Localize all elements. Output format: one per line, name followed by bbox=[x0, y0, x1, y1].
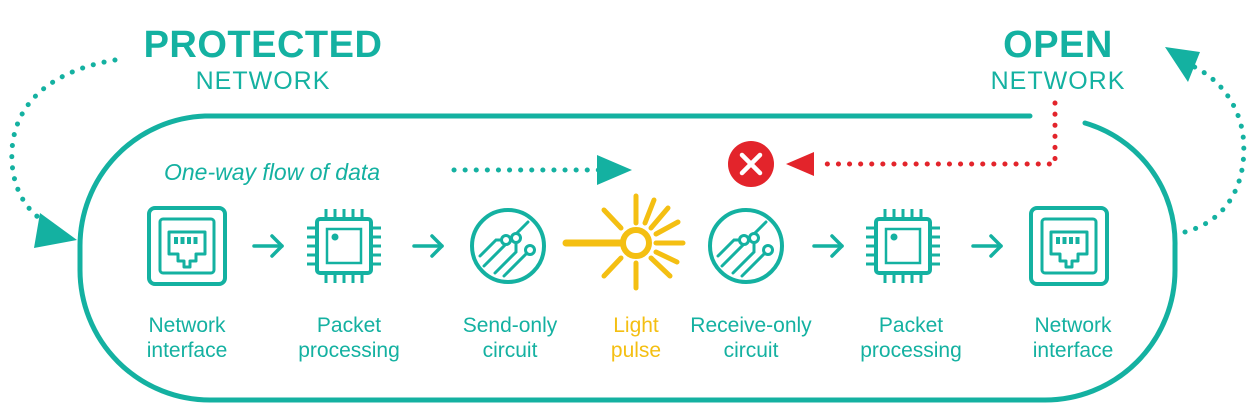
process-arrow-icon bbox=[252, 234, 284, 258]
flow-label: One-way flow of data bbox=[164, 159, 381, 185]
process-arrow-icon bbox=[812, 234, 844, 258]
protected-network-title: PROTECTED bbox=[143, 24, 383, 66]
light-pulse-icon bbox=[562, 193, 686, 291]
ethernet-port-icon bbox=[147, 206, 227, 286]
flow-arrowhead bbox=[597, 155, 632, 185]
open-arrowhead bbox=[1165, 47, 1200, 82]
circuit-icon bbox=[470, 208, 546, 284]
open-network-subtitle: NETWORK bbox=[990, 67, 1126, 95]
open-loop-arrow bbox=[1182, 61, 1247, 235]
process-arrow-icon bbox=[971, 234, 1003, 258]
blocked-x-icon bbox=[728, 141, 774, 187]
protected-arrowhead bbox=[34, 213, 77, 248]
cpu-chip-icon bbox=[864, 207, 942, 285]
process-arrow-icon bbox=[412, 234, 444, 258]
blocked-path-line bbox=[817, 100, 1058, 167]
circuit-icon bbox=[708, 208, 784, 284]
protected-loop-arrow bbox=[9, 57, 118, 225]
cpu-chip-icon bbox=[305, 207, 383, 285]
open-network-title: OPEN bbox=[1003, 24, 1113, 66]
protected-network-subtitle: NETWORK bbox=[195, 67, 331, 95]
blocked-arrowhead bbox=[786, 152, 814, 176]
network-loop bbox=[77, 113, 1178, 403]
ethernet-port-icon bbox=[1029, 206, 1109, 286]
